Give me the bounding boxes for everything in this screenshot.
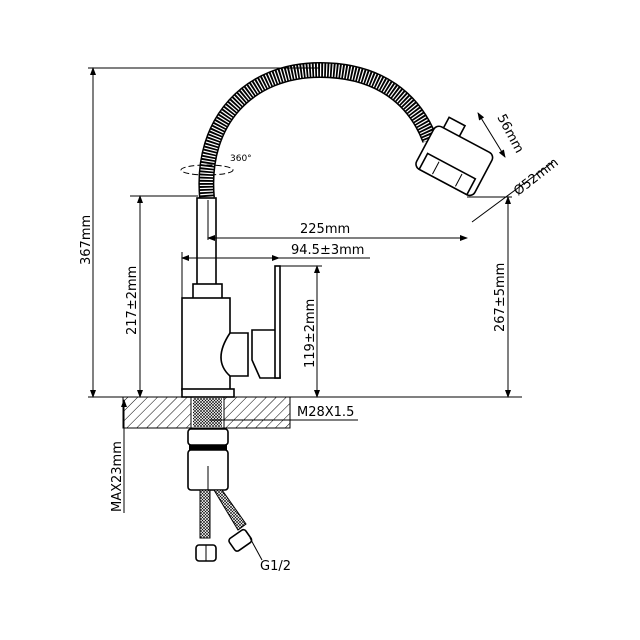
spray-head xyxy=(415,116,494,197)
head-diameter-label: Ø52mm xyxy=(511,155,561,199)
spout-height-label: 217±2mm xyxy=(125,266,140,335)
handle-height-label: 119±2mm xyxy=(303,299,318,368)
faucet-body xyxy=(181,265,281,398)
thread-label: M28X1.5 xyxy=(297,405,354,420)
hose-connector-label: G1/2 xyxy=(260,559,291,574)
head-height-label: 267±5mm xyxy=(493,263,508,332)
handle-offset-label: 94.5±3mm xyxy=(291,243,364,258)
mounting-nut-and-hoses xyxy=(187,428,263,562)
dimension-lines xyxy=(88,67,554,513)
reach-label: 225mm xyxy=(300,222,350,237)
countertop xyxy=(88,396,522,429)
flexible-spout xyxy=(196,61,438,287)
head-length-label: 56mm xyxy=(493,112,526,156)
total-height-label: 367mm xyxy=(79,215,94,265)
max-counter-label: MAX23mm xyxy=(110,441,125,512)
rotation-label: 360° xyxy=(230,154,252,164)
